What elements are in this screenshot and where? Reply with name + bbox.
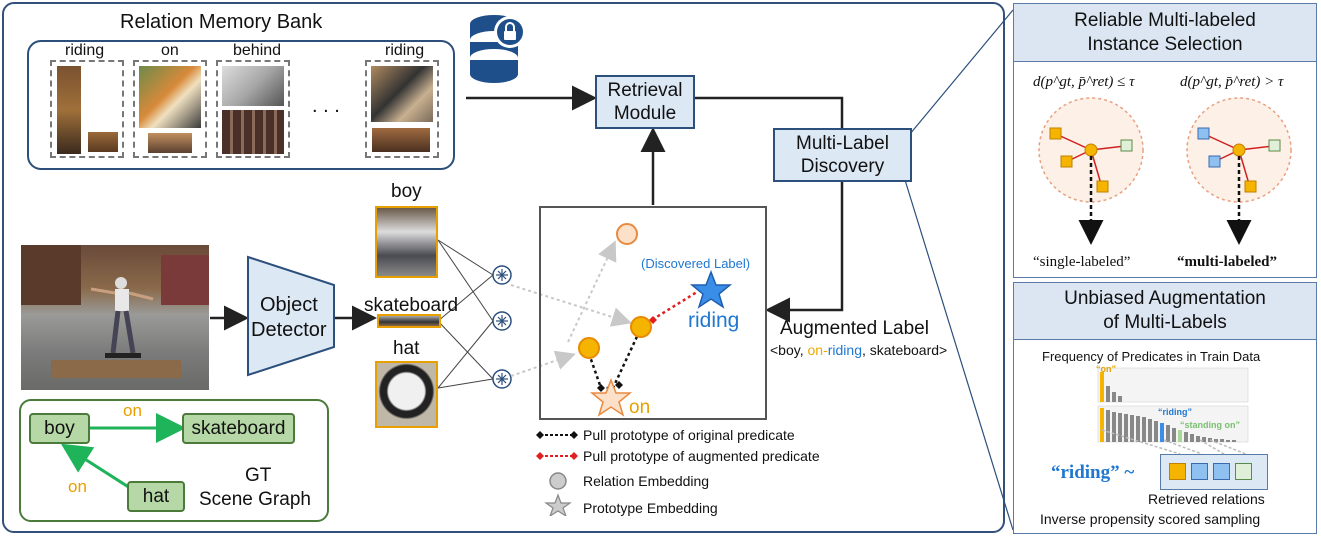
augmented-riding: riding	[827, 342, 862, 358]
gt-edge-hat-boy	[60, 443, 131, 490]
retrieved-relations-text: Retrieved relations	[1148, 491, 1265, 507]
object-detector-line1: Object	[260, 294, 318, 316]
gt-edge-label-top: on	[123, 401, 142, 420]
condition-left: d(p^gt, p̄^ret) ≤ τ	[1033, 74, 1135, 90]
line-retrieval-to-discovery	[695, 96, 844, 128]
relation-embedding-low	[578, 337, 600, 359]
augmented-open: <boy,	[770, 342, 808, 358]
arrow-discovery-to-embedding	[765, 180, 844, 323]
legend-prototype-embedding: Prototype Embedding	[583, 500, 718, 516]
memory-label-3: behind	[233, 42, 282, 59]
discovered-label-text: (Discovered Label)	[641, 256, 751, 271]
memory-photo-3b	[222, 110, 284, 154]
memory-item-3	[216, 60, 290, 158]
retrieved-sq-2	[1191, 463, 1208, 480]
memory-photo-2b	[148, 133, 192, 153]
riding-label: riding	[688, 309, 740, 332]
star-icon-riding	[689, 269, 733, 309]
retrieval-dashes	[1101, 429, 1247, 455]
embedding-space	[539, 206, 767, 420]
memory-label-4: riding	[385, 42, 425, 59]
multi-labeled-text: “multi-labeled”	[1177, 254, 1277, 270]
memory-ellipsis: . . .	[312, 95, 340, 117]
augmented-label-title: Augmented Label	[780, 318, 929, 339]
retrieval-line2: Module	[613, 103, 677, 124]
memory-label-1: riding	[65, 42, 105, 59]
memory-photo-1b	[88, 132, 118, 152]
input-image-figure	[21, 245, 209, 378]
retrieved-sq-1	[1169, 463, 1186, 480]
discovery-line1: Multi-Label	[796, 133, 889, 154]
unbiased-title-1: Unbiased Augmentation	[1064, 288, 1266, 309]
bar-standing-on-label: “standing on”	[1180, 420, 1240, 430]
memory-item-4	[365, 60, 439, 158]
gt-scene-graph-box	[19, 399, 329, 522]
selection-diagrams	[1038, 97, 1292, 245]
memory-item-1	[50, 60, 124, 158]
gt-node-hat: hat	[127, 481, 185, 512]
unbiased-title-2: of Multi-Labels	[1103, 312, 1227, 333]
sampling-text: Inverse propensity scored sampling	[1040, 511, 1261, 527]
retrieval-module: Retrieval Module	[595, 75, 695, 129]
discovery-line2: Discovery	[800, 156, 885, 177]
star-icon-on	[589, 377, 633, 417]
memory-photo-4a	[371, 66, 433, 122]
reliable-title-1: Reliable Multi-labeled	[1074, 9, 1256, 31]
frequency-mini-chart	[1097, 367, 1249, 443]
object-detector-shape	[247, 255, 335, 377]
object-label-skateboard: skateboard	[364, 295, 459, 316]
condition-right: d(p^gt, p̄^ret) > τ	[1180, 74, 1284, 90]
pull-augmented-line	[641, 290, 698, 328]
reliable-title-2: Instance Selection	[1087, 33, 1243, 55]
bar-riding-label: “riding”	[1158, 407, 1192, 417]
memory-photo-1a	[57, 66, 81, 154]
object-pair-lines	[437, 239, 494, 389]
embedding-marks	[578, 223, 733, 417]
object-crop-skateboard	[377, 314, 441, 328]
database-lock-icon	[470, 15, 526, 83]
retrieved-sq-3	[1213, 463, 1230, 480]
object-crop-hat	[375, 361, 438, 428]
gt-edge-label-left: on	[68, 477, 87, 496]
unbiased-augmentation-header: Unbiased Augmentation of Multi-Labels	[1013, 282, 1317, 340]
retrieval-line1: Retrieval	[607, 80, 683, 101]
asterisk-merge-icon	[496, 269, 508, 385]
memory-photo-2a	[139, 66, 201, 128]
gt-node-skateboard: skateboard	[182, 413, 295, 444]
augmented-close: , skateboard>	[861, 342, 948, 358]
relation-embedding-top	[616, 223, 638, 245]
retrieved-sq-4	[1235, 463, 1252, 480]
memory-photo-4b	[372, 128, 430, 152]
augmented-on: on-	[807, 342, 828, 358]
gt-title-line1: GT	[245, 465, 272, 486]
object-crop-boy	[375, 206, 438, 278]
object-detector-line2: Detector	[251, 319, 327, 341]
memory-bank-box	[27, 40, 455, 170]
memory-photo-3a	[222, 66, 284, 106]
gt-node-boy: boy	[29, 413, 90, 444]
riding-quote: “riding” ~	[1051, 462, 1135, 483]
legend-pull-original: Pull prototype of original predicate	[583, 427, 795, 443]
memory-label-2: on	[161, 42, 179, 59]
multi-label-discovery: Multi-Label Discovery	[773, 128, 912, 182]
frequency-title: Frequency of Predicates in Train Data	[1042, 349, 1261, 364]
memory-bank-title: Relation Memory Bank	[120, 11, 323, 33]
relation-embedding-mid	[630, 316, 652, 338]
legend-marks	[536, 431, 578, 516]
gt-title-line2: Scene Graph	[199, 489, 311, 510]
legend-pull-augmented: Pull prototype of augmented predicate	[583, 448, 820, 464]
on-label: on	[629, 397, 651, 418]
object-label-boy: boy	[391, 181, 422, 202]
legend-relation-embedding: Relation Embedding	[583, 473, 710, 489]
object-label-hat: hat	[393, 338, 420, 359]
reliable-selection-header: Reliable Multi-labeled Instance Selectio…	[1013, 3, 1317, 62]
augmented-label-value: <boy, on-riding, skateboard>	[770, 342, 947, 358]
bar-on-label: “on”	[1096, 364, 1116, 374]
memory-item-2	[133, 60, 207, 158]
single-labeled-text: “single-labeled”	[1033, 254, 1131, 270]
pull-original-line	[585, 327, 643, 390]
